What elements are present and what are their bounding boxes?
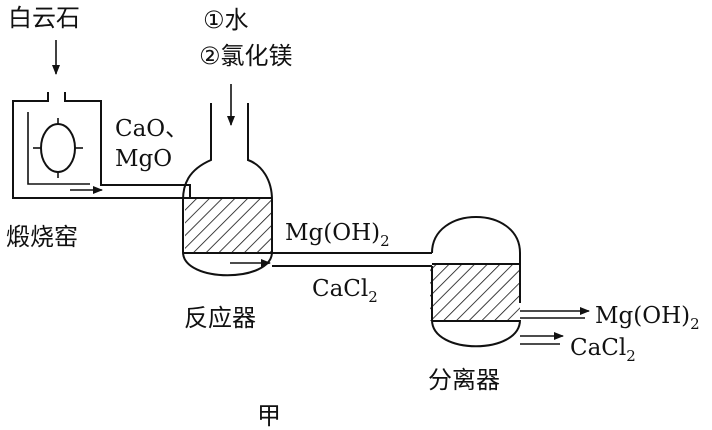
label-separator: 分离器 <box>428 366 500 394</box>
reactor-hatched-zone <box>185 198 272 253</box>
label-input-water: ①水 <box>203 6 249 34</box>
kiln-chamber <box>40 123 76 173</box>
separator <box>430 216 590 348</box>
label-kiln-output-mgo: MgO <box>115 146 172 172</box>
label-output-cacl2: CaCl2 <box>570 335 636 365</box>
kiln <box>12 40 191 199</box>
separator-hatched-zone <box>430 264 520 321</box>
reactor <box>182 84 273 277</box>
label-input-mgcl2: ②氯化镁 <box>199 42 293 70</box>
kiln-inner-wall <box>27 112 90 185</box>
transfer-pipe <box>272 252 432 267</box>
label-pipe-mgoh2: Mg(OH)2 <box>285 220 390 250</box>
reactor-vessel <box>182 103 273 277</box>
kiln-outline <box>12 92 191 199</box>
label-output-mgoh2: Mg(OH)2 <box>595 303 700 333</box>
separator-vessel <box>431 216 521 348</box>
figure-caption: 甲 <box>257 402 281 430</box>
label-kiln: 煅烧窑 <box>6 223 78 251</box>
label-pipe-cacl2: CaCl2 <box>312 276 378 306</box>
label-dolomite: 白云石 <box>8 4 80 32</box>
label-reactor: 反应器 <box>184 304 256 332</box>
label-kiln-output-cao: CaO、 <box>115 116 188 142</box>
